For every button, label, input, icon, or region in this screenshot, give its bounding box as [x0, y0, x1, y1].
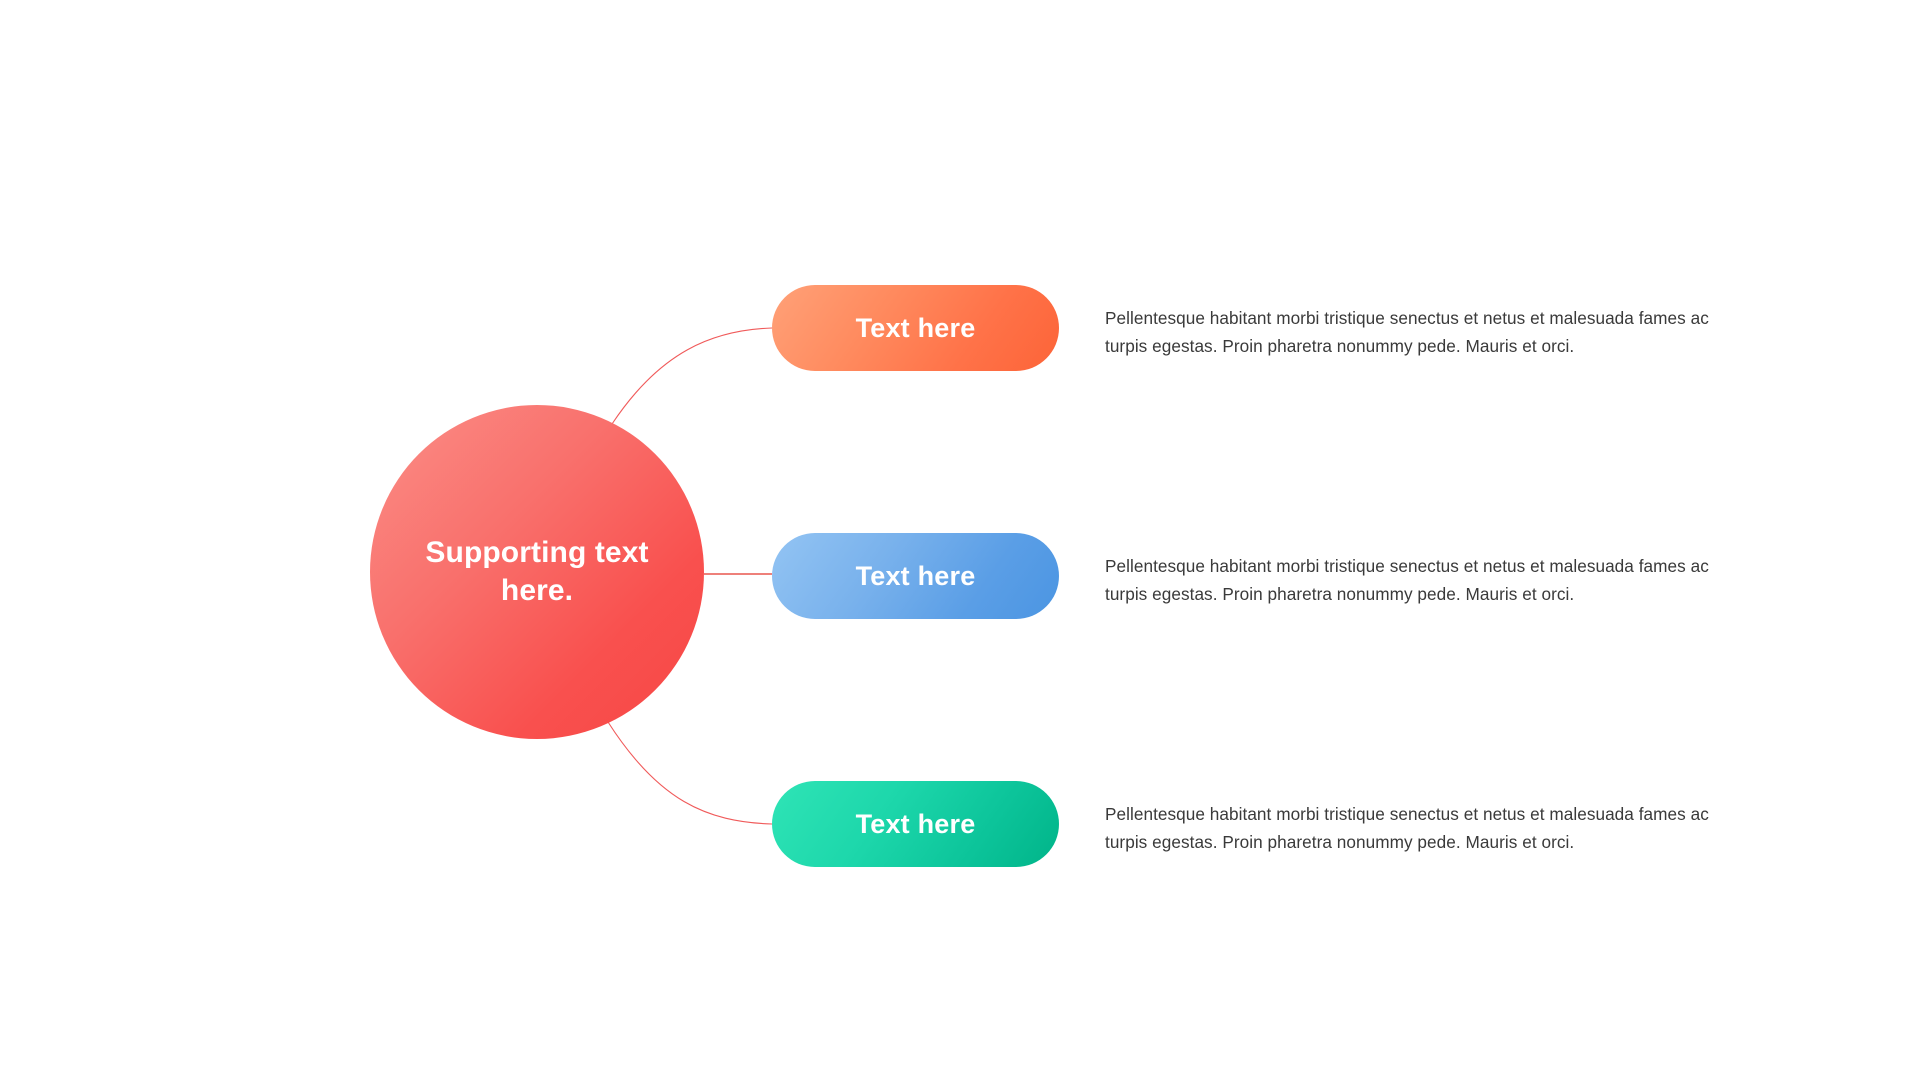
branch-description-3: Pellentesque habitant morbi tristique se… [1105, 804, 1709, 852]
connector-to-branch-3 [607, 721, 773, 825]
branch-pill-label-2: Text here [855, 560, 976, 591]
central-hub-label: Supporting text here. [425, 535, 649, 607]
branch-description-2: Pellentesque habitant morbi tristique se… [1105, 556, 1709, 604]
branch-pill-1[interactable]: Text here [772, 285, 1059, 371]
central-hub-circle[interactable]: Supporting text here. [370, 405, 704, 739]
branch-description-1: Pellentesque habitant morbi tristique se… [1105, 308, 1709, 356]
branch-row-1: Text here [772, 285, 1059, 371]
branch-pill-label-3: Text here [855, 808, 976, 839]
branch-row-3: Text here [772, 781, 1059, 867]
branch-pill-label-1: Text here [855, 312, 976, 343]
branch-pill-2[interactable]: Text here [772, 533, 1059, 619]
branch-row-2: Text here [772, 533, 1059, 619]
branch-pill-3[interactable]: Text here [772, 781, 1059, 867]
connector-to-branch-1 [611, 327, 773, 425]
